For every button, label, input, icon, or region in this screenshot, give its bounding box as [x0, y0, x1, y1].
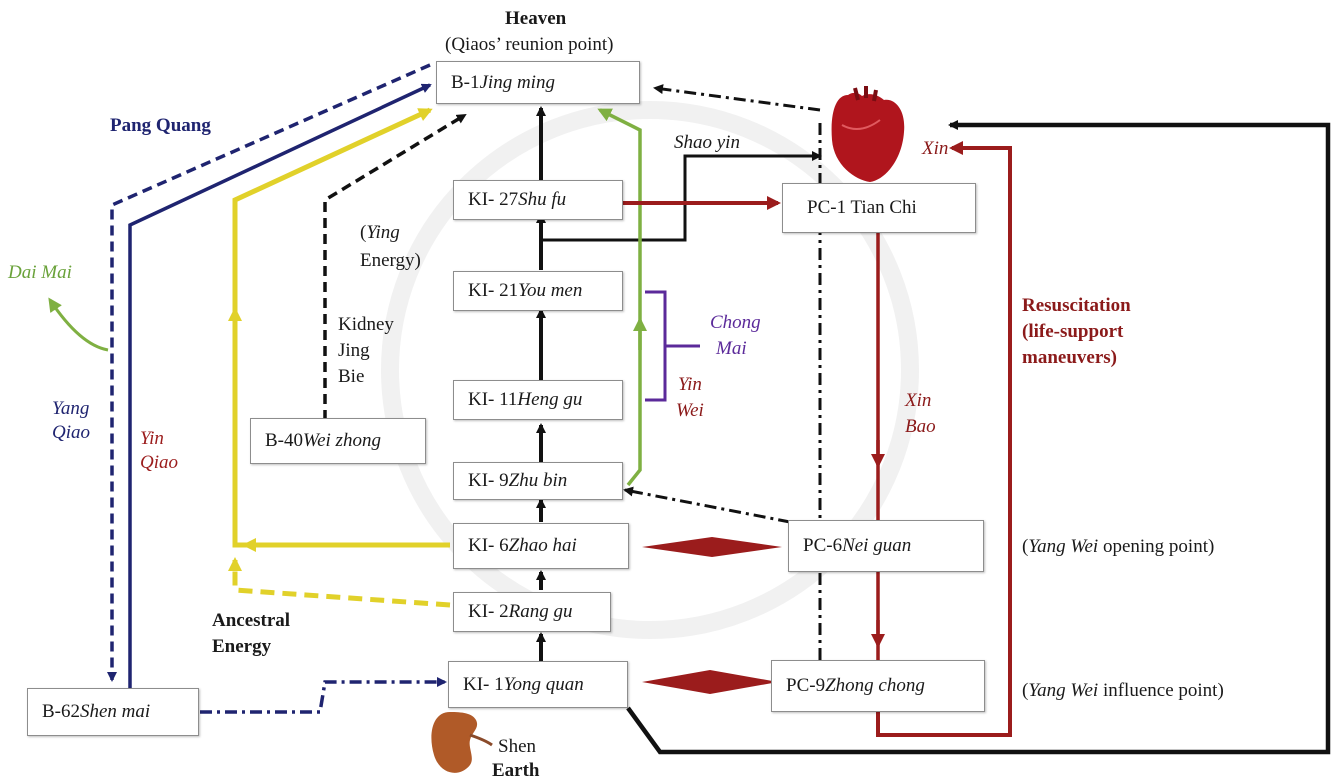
box-ki27-shu-fu: KI- 27 Shu fu	[453, 180, 623, 220]
yang-wei-influence-name: Yang Wei	[1028, 680, 1099, 701]
yang-qiao-line	[128, 83, 432, 688]
jing-label: Jing	[338, 340, 370, 361]
box-b1-jing-ming: B-1 Jing ming	[436, 61, 640, 104]
ki9-name: Zhu bin	[508, 470, 568, 491]
ki6-name: Zhao hai	[508, 535, 577, 556]
outer-return-loop	[626, 120, 1331, 755]
shen-label: Shen	[498, 736, 536, 757]
reunion-label: (Qiaos’ reunion point)	[445, 34, 614, 55]
box-ki1-yong-quan: KI- 1 Yong quan	[448, 661, 628, 708]
ancestral-energy-label-2: Energy	[212, 636, 272, 657]
yin-qiao-label-2: Qiao	[140, 452, 178, 473]
bie-label: Bie	[338, 366, 365, 387]
pc6-ki9-dashdot	[623, 486, 791, 524]
b1-heart-dashdot	[653, 84, 821, 112]
b1-name: Jing ming	[479, 71, 555, 93]
box-b40-wei-zhong: B-40 Wei zhong	[250, 418, 426, 464]
dai-mai-label: Dai Mai	[8, 262, 72, 283]
box-ki11-heng-gu: KI- 11 Heng gu	[453, 380, 623, 420]
chong-mai-brace	[645, 290, 700, 402]
ki27-name: Shu fu	[518, 189, 567, 210]
heart-icon	[831, 86, 905, 182]
box-pc1-tian-chi: PC-1 Tian Chi	[782, 183, 976, 233]
box-ki2-rang-gu: KI- 2 Rang gu	[453, 592, 611, 632]
box-ki21-you-men: KI- 21 You men	[453, 271, 623, 311]
pc6-name: Nei guan	[842, 535, 912, 556]
yang-wei-opening-label: (Yang Wei opening point)	[1022, 536, 1214, 559]
ki1-pc9-diamond	[642, 670, 778, 694]
pang-quang-label: Pang Quang	[110, 115, 211, 136]
resuscitation-loop	[876, 141, 1012, 737]
yin-qiao-label-1: Yin	[140, 428, 164, 449]
yang-wei-opening-name: Yang Wei	[1028, 536, 1099, 557]
ying-energy-label-1: (Ying	[360, 222, 400, 245]
resuscitation-label-3: maneuvers)	[1022, 347, 1117, 368]
heaven-label: Heaven	[505, 8, 567, 29]
ki2-name: Rang gu	[508, 601, 573, 622]
shao-yin-line	[541, 151, 822, 242]
pang-quang-line	[107, 63, 431, 682]
pc9-name: Zhong chong	[825, 675, 925, 696]
xin-bao-label-2: Bao	[905, 416, 936, 437]
yang-wei-influence-paren: (	[1022, 680, 1029, 701]
resuscitation-label-2: (life-support	[1022, 321, 1124, 342]
yang-qiao-label-2: Qiao	[52, 422, 90, 443]
ki1-name: Yong quan	[503, 673, 584, 695]
ki9-code: KI- 9	[468, 470, 509, 491]
b62-ki1-dashdot	[200, 677, 447, 714]
ying-energy-label-2: Energy)	[360, 250, 421, 271]
b1-code: B-1	[451, 71, 480, 93]
b40-name: Wei zhong	[303, 430, 381, 451]
kidney-jing-bie-line	[323, 113, 467, 420]
background-watermark-circle	[381, 101, 919, 639]
ki2-code: KI- 2	[468, 601, 509, 622]
yang-wei-opening-paren: (	[1022, 536, 1029, 557]
kidney-icon	[431, 712, 493, 773]
pc9-code: PC-9	[786, 675, 826, 696]
box-ki6-zhao-hai: KI- 6 Zhao hai	[453, 523, 629, 569]
b40-code: B-40	[265, 430, 303, 451]
pc6-code: PC-6	[803, 535, 843, 556]
kidney-label: Kidney	[338, 314, 394, 335]
chong-mai-label-2: Mai	[716, 338, 747, 359]
chong-mai-label-1: Chong	[710, 312, 761, 333]
box-ki9-zhu-bin: KI- 9 Zhu bin	[453, 462, 623, 500]
yin-wei-label-1: Yin	[678, 374, 702, 395]
yang-qiao-label-1: Yang	[52, 398, 90, 419]
b62-name: Shen mai	[80, 701, 151, 722]
xin-label: Xin	[922, 138, 949, 159]
box-pc9-zhong-chong: PC-9 Zhong chong	[771, 660, 985, 712]
ki27-code: KI- 27	[468, 189, 519, 210]
ancestral-energy-label-1: Ancestral	[212, 610, 291, 631]
yin-wei-label-2: Wei	[676, 400, 704, 421]
chong-mai-line	[597, 108, 642, 487]
ki21-code: KI- 21	[468, 280, 519, 301]
ki11-name: Heng gu	[517, 389, 583, 410]
ki6-pc6-diamond	[642, 537, 782, 557]
pc1-label: PC-1 Tian Chi	[807, 197, 917, 218]
box-pc6-nei-guan: PC-6 Nei guan	[788, 520, 984, 572]
ki6-code: KI- 6	[468, 535, 509, 556]
yang-wei-influence-rest: influence point)	[1098, 680, 1224, 701]
xin-bao-label-1: Xin	[905, 390, 932, 411]
ying-open-paren: (	[360, 222, 367, 243]
b62-code: B-62	[42, 701, 80, 722]
shao-yin-label: Shao yin	[674, 132, 740, 153]
ki21-name: You men	[518, 280, 583, 301]
ki1-code: KI- 1	[463, 673, 504, 695]
box-b62-shen-mai: B-62 Shen mai	[27, 688, 199, 736]
dai-mai-arrow	[48, 297, 109, 352]
yang-wei-opening-rest: opening point)	[1098, 536, 1215, 557]
ancestral-energy-line	[228, 557, 451, 608]
ying-word: Ying	[366, 222, 400, 243]
ki11-code: KI- 11	[468, 389, 518, 410]
earth-label: Earth	[492, 760, 540, 781]
resuscitation-label-1: Resuscitation	[1022, 295, 1131, 316]
yang-wei-influence-label: (Yang Wei influence point)	[1022, 680, 1224, 703]
